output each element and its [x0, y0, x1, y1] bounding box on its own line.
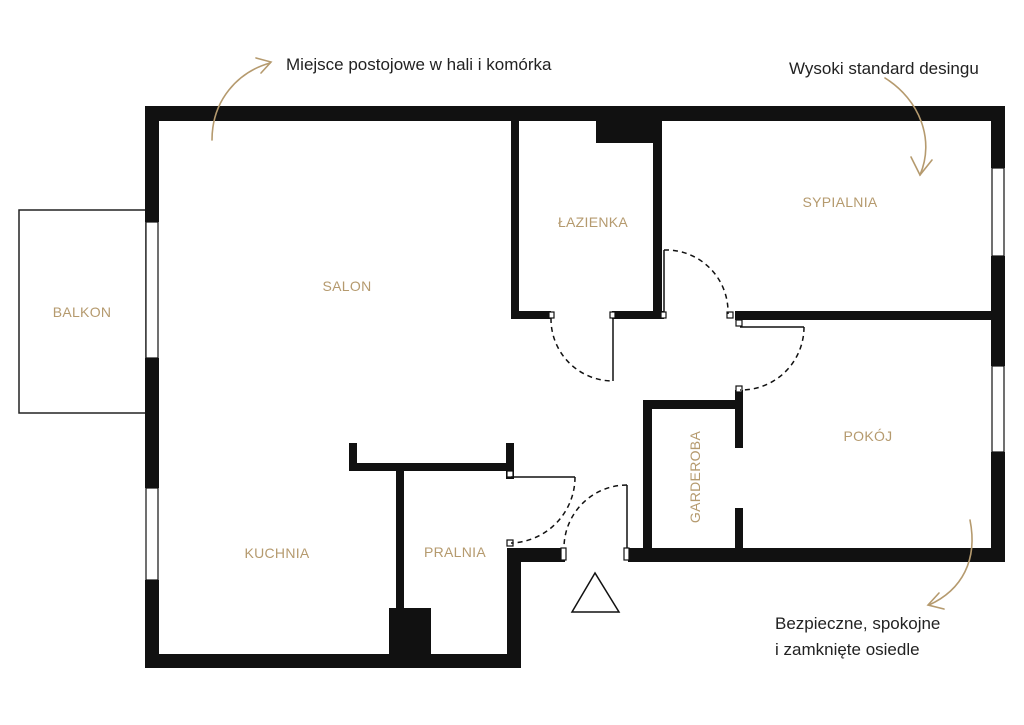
annotation-parking: Miejsce postojowe w hali i komórka — [286, 55, 552, 74]
walls — [145, 106, 1005, 668]
room-label-kuchnia: KUCHNIA — [244, 545, 310, 561]
curved-arrow-icon — [884, 77, 933, 177]
door-jambs — [506, 311, 743, 561]
doors — [510, 249, 805, 549]
annotation-standard: Wysoki standard desingu — [789, 59, 979, 78]
room-label-salon: SALON — [322, 278, 372, 294]
windows — [145, 167, 1005, 581]
entrance-triangle-icon — [570, 571, 621, 613]
room-label-sypialnia: SYPIALNIA — [802, 194, 878, 210]
room-label-balkon: BALKON — [52, 304, 112, 320]
curved-arrow-icon — [211, 57, 273, 141]
room-label-pralnia: PRALNIA — [423, 544, 487, 560]
annotation-safety-line1: Bezpieczne, spokojne — [775, 614, 941, 633]
curved-arrow-icon — [926, 519, 973, 610]
room-label-garderoba: GARDEROBA — [687, 430, 703, 524]
room-label-lazienka: ŁAZIENKA — [557, 214, 629, 230]
annotation-safety-line2: i zamknięte osiedle — [775, 640, 920, 659]
room-label-pokoj: POKÓJ — [843, 428, 893, 444]
